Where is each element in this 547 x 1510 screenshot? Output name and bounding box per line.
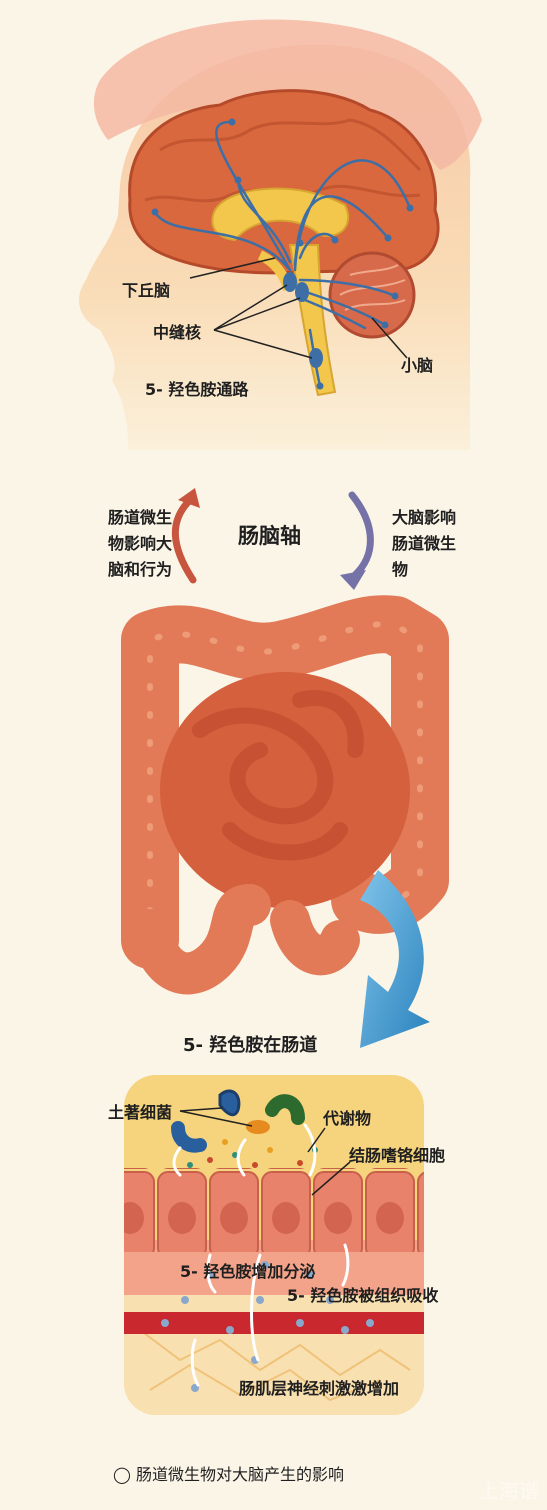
- axis-left-text: 肠道微生物影响大脑和行为: [108, 508, 173, 579]
- bacteria-icon: [171, 1089, 305, 1153]
- label-enterochromaffin-cells: 结肠嗜铬细胞: [349, 1146, 446, 1165]
- down-arrowhead-icon: [340, 570, 366, 590]
- watermark: 上海谱: [479, 1479, 539, 1503]
- axis-right-text: 大脑影响肠道微生物: [392, 508, 457, 579]
- blue-arrow-icon: [360, 870, 430, 1048]
- figure-caption: ◯ 肠道微生物对大脑产生的影响: [113, 1465, 344, 1484]
- intestine-icon: [121, 595, 449, 995]
- label-metabolites: 代谢物: [323, 1109, 372, 1128]
- up-arrow-icon: [171, 496, 197, 584]
- axis-title: 肠脑轴: [238, 524, 301, 548]
- label-myenteric-nerves: 肠肌层神经刺激激增加: [239, 1379, 400, 1398]
- label-raphe-nuclei: 中缝核: [153, 323, 202, 342]
- down-arrow-icon: [348, 491, 374, 579]
- detail-panel: [124, 1075, 424, 1415]
- up-arrowhead-icon: [178, 488, 200, 508]
- flow-arrows: [172, 1123, 350, 1387]
- label-serotonin-secretion: 5- 羟色胺增加分泌: [180, 1262, 316, 1281]
- pathway-nodes: [151, 118, 414, 390]
- serotonin-particles: [181, 1261, 349, 1392]
- leader-lines: [189, 257, 408, 359]
- label-serotonin-absorption: 5- 羟色胺被组织吸收: [287, 1286, 439, 1305]
- gut-serotonin-title: 5- 羟色胺在肠道: [183, 1035, 318, 1056]
- label-hypothalamus: 下丘脑: [122, 281, 171, 300]
- detail-leader-lines: [179, 1107, 351, 1196]
- label-serotonin-pathway: 5- 羟色胺通路: [145, 380, 249, 399]
- label-cerebellum: 小脑: [401, 356, 434, 375]
- label-indigenous-bacteria: 土著细菌: [108, 1103, 173, 1122]
